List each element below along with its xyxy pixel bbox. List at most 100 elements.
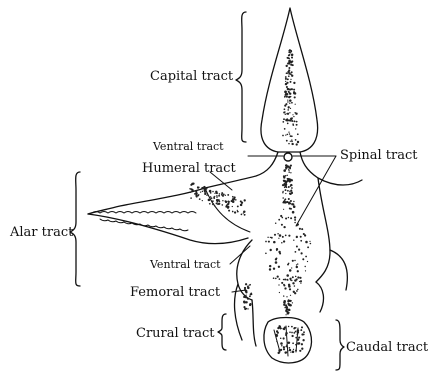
stipple-dot <box>282 197 284 199</box>
stipple-dot <box>294 260 295 261</box>
stipple-dot <box>232 196 234 198</box>
stipple-dot <box>281 345 283 347</box>
stipple-dot <box>249 303 251 305</box>
stipple-dot <box>285 217 287 219</box>
stipple-dot <box>284 96 286 98</box>
stipple-dot <box>285 346 287 348</box>
stipple-dot <box>292 260 294 262</box>
stipple-dot <box>284 199 286 201</box>
stipple-dot <box>294 216 296 218</box>
stipple-dot <box>278 219 280 221</box>
stipple-dot <box>286 167 287 168</box>
stipple-dot <box>293 205 296 208</box>
crural-tract-label: Crural tract <box>136 326 215 341</box>
stipple-dot <box>204 188 206 190</box>
stipple-dot <box>221 192 223 194</box>
stipple-dot <box>246 295 247 296</box>
stipple-dot <box>291 141 293 143</box>
stipple-dot <box>286 86 288 88</box>
stipple-dot <box>284 111 286 113</box>
stipple-dot <box>283 284 285 286</box>
stipple-dot <box>278 251 280 253</box>
stipple-dot <box>283 346 285 348</box>
stipple-dot <box>292 302 293 303</box>
stipple-dot <box>190 191 192 193</box>
stipple-dot <box>290 108 291 109</box>
stipple-dot <box>292 211 295 214</box>
stipple-dot <box>289 331 291 333</box>
stipple-dot <box>204 186 205 187</box>
spinal-tract-label: Spinal tract <box>340 148 418 163</box>
stipple-dot <box>290 200 292 202</box>
stipple-dot <box>222 200 223 201</box>
stipple-dot <box>203 188 204 189</box>
stipple-dot <box>231 200 233 202</box>
stipple-dot <box>290 79 291 80</box>
stipple-dot <box>283 279 285 281</box>
stipple-dot <box>298 249 300 251</box>
stipple-dot <box>295 327 296 328</box>
stipple-dot <box>237 211 239 213</box>
stipple-dot <box>293 89 295 91</box>
stipple-dot <box>286 72 288 74</box>
stipple-dot <box>293 116 294 117</box>
stipple-dot <box>283 169 286 172</box>
stipple-dot <box>285 189 287 191</box>
stipple-dot <box>232 211 234 213</box>
stipple-dot <box>291 102 293 104</box>
stipple-dot <box>282 202 284 204</box>
stipple-dot <box>270 249 272 251</box>
stipple-dot <box>225 205 227 207</box>
stipple-dot <box>291 326 293 328</box>
stipple-dot <box>292 351 295 354</box>
stipple-dot <box>288 75 290 77</box>
stipple-dot <box>293 91 295 93</box>
stipple-dot <box>283 176 285 178</box>
stipple-dot <box>273 268 275 270</box>
stipple-dot <box>247 297 249 299</box>
stipple-dot <box>293 240 294 241</box>
stipple-dot <box>289 99 292 102</box>
alar-tract-label: Alar tract <box>9 225 74 240</box>
stipple-dot <box>291 57 293 59</box>
stipple-dot <box>289 102 290 103</box>
stipple-dot <box>215 191 217 193</box>
stipple-dot <box>275 222 276 223</box>
stipple-dot <box>295 139 297 141</box>
stipple-dot <box>279 278 281 280</box>
stipple-dot <box>289 112 290 113</box>
stipple-dot <box>295 112 297 114</box>
stipple-dot <box>287 123 289 125</box>
stipple-dot <box>288 169 289 170</box>
stipple-dot <box>199 198 201 200</box>
stipple-dot <box>286 201 288 203</box>
stipple-dot <box>282 191 283 192</box>
stipple-dot <box>285 304 287 306</box>
stipple-dot <box>284 184 286 186</box>
stipple-dot <box>286 93 288 95</box>
stipple-dot <box>211 197 213 199</box>
stipple-dot <box>216 203 218 205</box>
stipple-dot <box>285 134 286 135</box>
stipple-dot <box>191 189 193 191</box>
stipple-dot <box>214 193 215 194</box>
stipple-dot <box>290 51 292 53</box>
stipple-dot <box>269 268 271 270</box>
stipple-dot <box>299 281 300 282</box>
stipple-dot <box>283 226 285 228</box>
stipple-dot <box>250 293 252 295</box>
stipple-dot <box>287 134 289 136</box>
stipple-dot <box>228 210 230 212</box>
stipple-dot <box>291 179 293 181</box>
humeral-tract-dots <box>189 182 246 215</box>
stipple-dot <box>284 302 286 304</box>
stipple-dot <box>210 196 212 198</box>
stipple-dot <box>288 235 290 237</box>
stipple-dot <box>288 91 290 93</box>
stipple-dot <box>286 296 287 297</box>
stipple-dot <box>288 60 289 61</box>
stipple-dot <box>287 101 288 102</box>
stipple-dot <box>288 170 289 171</box>
stipple-dot <box>298 337 300 339</box>
stipple-dot <box>283 348 285 350</box>
